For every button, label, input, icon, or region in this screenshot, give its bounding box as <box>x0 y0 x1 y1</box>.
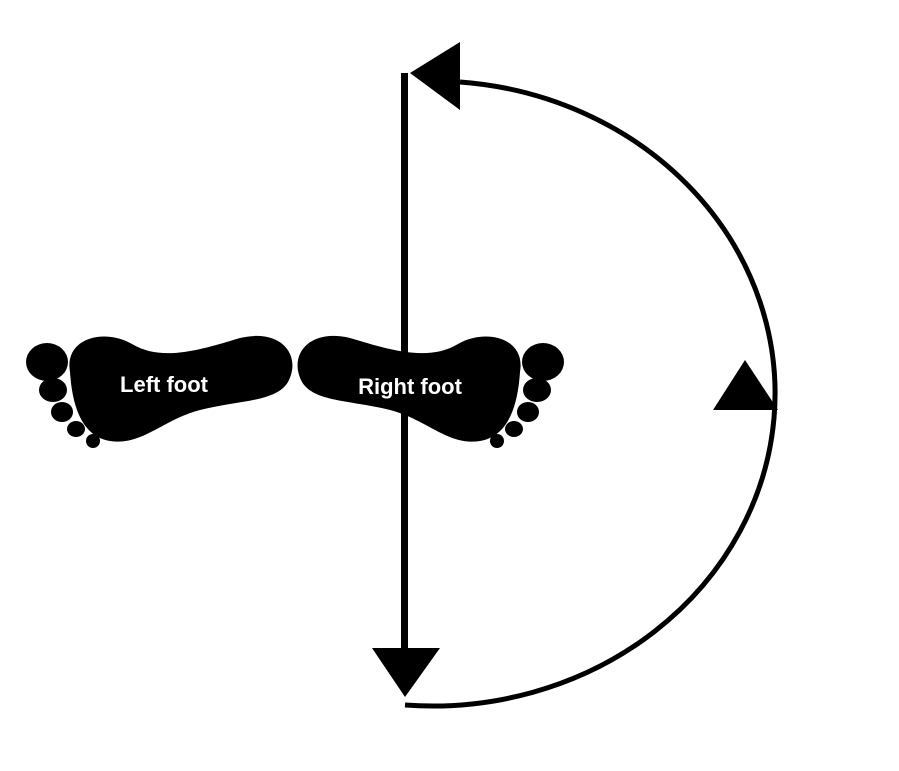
left-foot-label: Left foot <box>120 372 209 397</box>
right-foot-label: Right foot <box>358 374 463 399</box>
arrow-down-icon <box>372 648 440 697</box>
arrow-left-icon <box>410 42 460 110</box>
arrow-up-icon <box>713 360 778 410</box>
curved-return-path <box>404 79 778 709</box>
